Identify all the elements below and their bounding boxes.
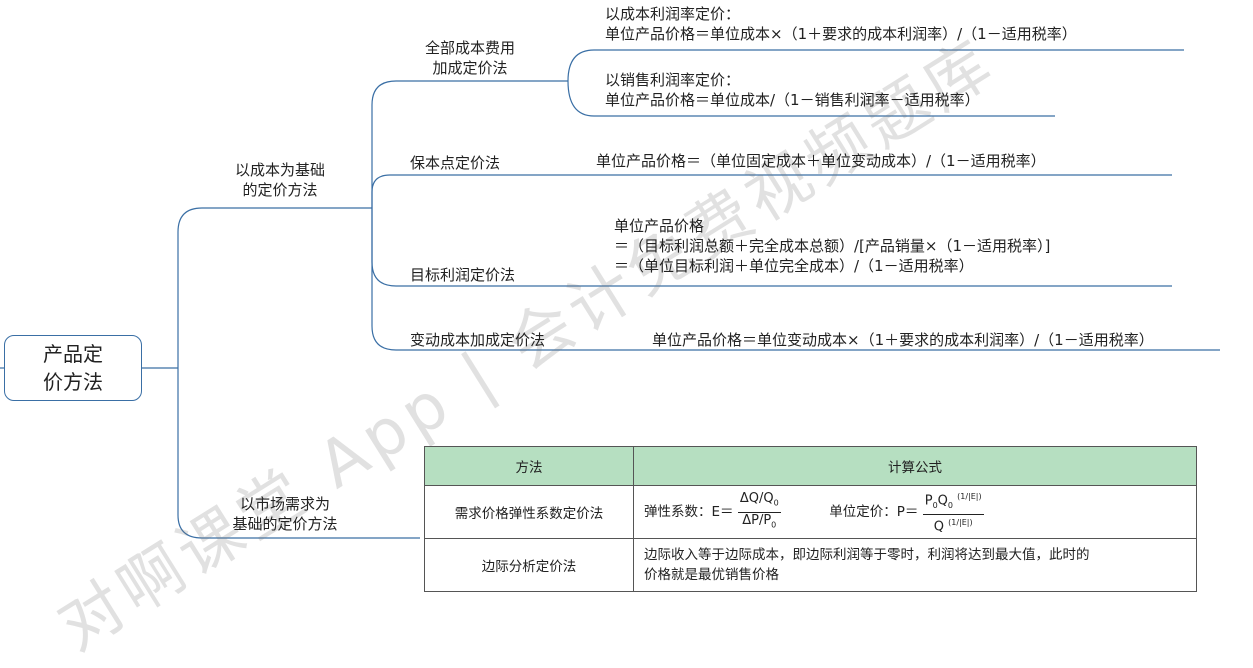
price-den-exp: (1/|E|) xyxy=(948,517,973,527)
row2-method: 边际分析定价法 xyxy=(424,538,634,592)
breakeven-formula: 单位产品价格＝（单位固定成本＋单位变动成本）/（1－适用税率） xyxy=(596,152,1046,170)
target-profit-line2: ＝（目标利润总额＋完全成本总额）/[产品销量×（1－适用税率）] xyxy=(614,237,1051,255)
cost-based-line1: 以成本为基础 xyxy=(234,161,325,179)
target-profit-line3: ＝（单位目标利润＋单位完全成本）/（1－适用税率） xyxy=(614,257,974,275)
row2-line1: 边际收入等于边际成本，即边际利润等于零时，利润将达到最大值，此时的 xyxy=(644,547,1090,563)
full-cost-margin-node: 以成本利润率定价： 单位产品价格＝单位成本×（1＋要求的成本利润率）/（1－适用… xyxy=(605,4,1077,44)
target-profit-formula: 单位产品价格 ＝（目标利润总额＋完全成本总额）/[产品销量×（1－适用税率）] … xyxy=(614,216,1050,276)
demand-based-line1: 以市场需求为 xyxy=(239,495,330,513)
full-cost-margin-title: 以成本利润率定价： xyxy=(605,5,741,23)
target-profit-label[interactable]: 目标利润定价法 xyxy=(410,266,516,284)
full-cost-sales-node: 以销售利润率定价： 单位产品价格＝单位成本/（1－销售利润率－适用税率） xyxy=(605,70,980,110)
row2-line2: 价格就是最优销售价格 xyxy=(644,567,779,583)
cost-based-node[interactable]: 以成本为基础 的定价方法 xyxy=(210,160,350,200)
elastic-fraction: ΔQ/Q0 ΔP/P0 xyxy=(737,490,781,533)
elastic-num-sub: 0 xyxy=(773,498,779,508)
variable-cost-formula: 单位产品价格＝单位变动成本×（1＋要求的成本利润率）/（1－适用税率） xyxy=(652,331,1154,349)
price-den-q: Q xyxy=(933,519,944,535)
target-profit-line1: 单位产品价格 xyxy=(614,217,705,235)
full-cost-line2: 加成定价法 xyxy=(432,59,508,77)
demand-pricing-table: 方法 计算公式 需求价格弹性系数定价法 弹性系数：E＝ ΔQ/Q0 ΔP/P0 … xyxy=(424,446,1197,592)
root-line1: 产品定 xyxy=(43,342,103,366)
full-cost-margin-formula: 单位产品价格＝单位成本×（1＋要求的成本利润率）/（1－适用税率） xyxy=(605,25,1077,43)
table-row: 需求价格弹性系数定价法 弹性系数：E＝ ΔQ/Q0 ΔP/P0 单位定价：P＝ … xyxy=(424,485,1197,539)
root-line2: 价方法 xyxy=(43,370,103,394)
root-node[interactable]: 产品定 价方法 xyxy=(4,335,142,401)
row2-formula: 边际收入等于边际成本，即边际利润等于零时，利润将达到最大值，此时的 价格就是最优… xyxy=(633,538,1197,592)
full-cost-sales-formula: 单位产品价格＝单位成本/（1－销售利润率－适用税率） xyxy=(605,91,980,109)
elastic-den-sub: 0 xyxy=(771,520,777,530)
table-header-row: 方法 计算公式 xyxy=(424,446,1197,486)
price-num-q: Q xyxy=(937,493,948,509)
table-header-method: 方法 xyxy=(424,446,634,486)
full-cost-line1: 全部成本费用 xyxy=(424,39,515,57)
cost-based-line2: 的定价方法 xyxy=(242,181,318,199)
price-label: 单位定价：P＝ xyxy=(829,504,919,520)
row1-formula: 弹性系数：E＝ ΔQ/Q0 ΔP/P0 单位定价：P＝ P0Q0 (1/|E|)… xyxy=(633,485,1197,539)
demand-based-node[interactable]: 以市场需求为 基础的定价方法 xyxy=(205,494,365,534)
price-fraction: P0Q0 (1/|E|) Q (1/|E|) xyxy=(922,489,984,535)
elastic-den: ΔP/P xyxy=(742,512,772,528)
elastic-num: ΔQ/Q xyxy=(739,490,774,506)
table-header-formula: 计算公式 xyxy=(633,446,1197,486)
price-num-p-sub: 0 xyxy=(932,500,938,510)
mindmap-connectors xyxy=(0,49,1220,539)
elastic-label: 弹性系数：E＝ xyxy=(644,504,734,520)
breakeven-label[interactable]: 保本点定价法 xyxy=(410,154,501,172)
row1-method: 需求价格弹性系数定价法 xyxy=(424,485,634,539)
price-num-exp: (1/|E|) xyxy=(957,491,982,501)
demand-based-line2: 基础的定价方法 xyxy=(232,515,338,533)
price-num-p: P xyxy=(924,493,933,509)
table-row: 边际分析定价法 边际收入等于边际成本，即边际利润等于零时，利润将达到最大值，此时… xyxy=(424,538,1197,592)
full-cost-sales-title: 以销售利润率定价： xyxy=(605,71,741,89)
full-cost-node[interactable]: 全部成本费用 加成定价法 xyxy=(400,38,540,78)
price-num-q-sub: 0 xyxy=(947,500,953,510)
variable-cost-label[interactable]: 变动成本加成定价法 xyxy=(410,331,546,349)
